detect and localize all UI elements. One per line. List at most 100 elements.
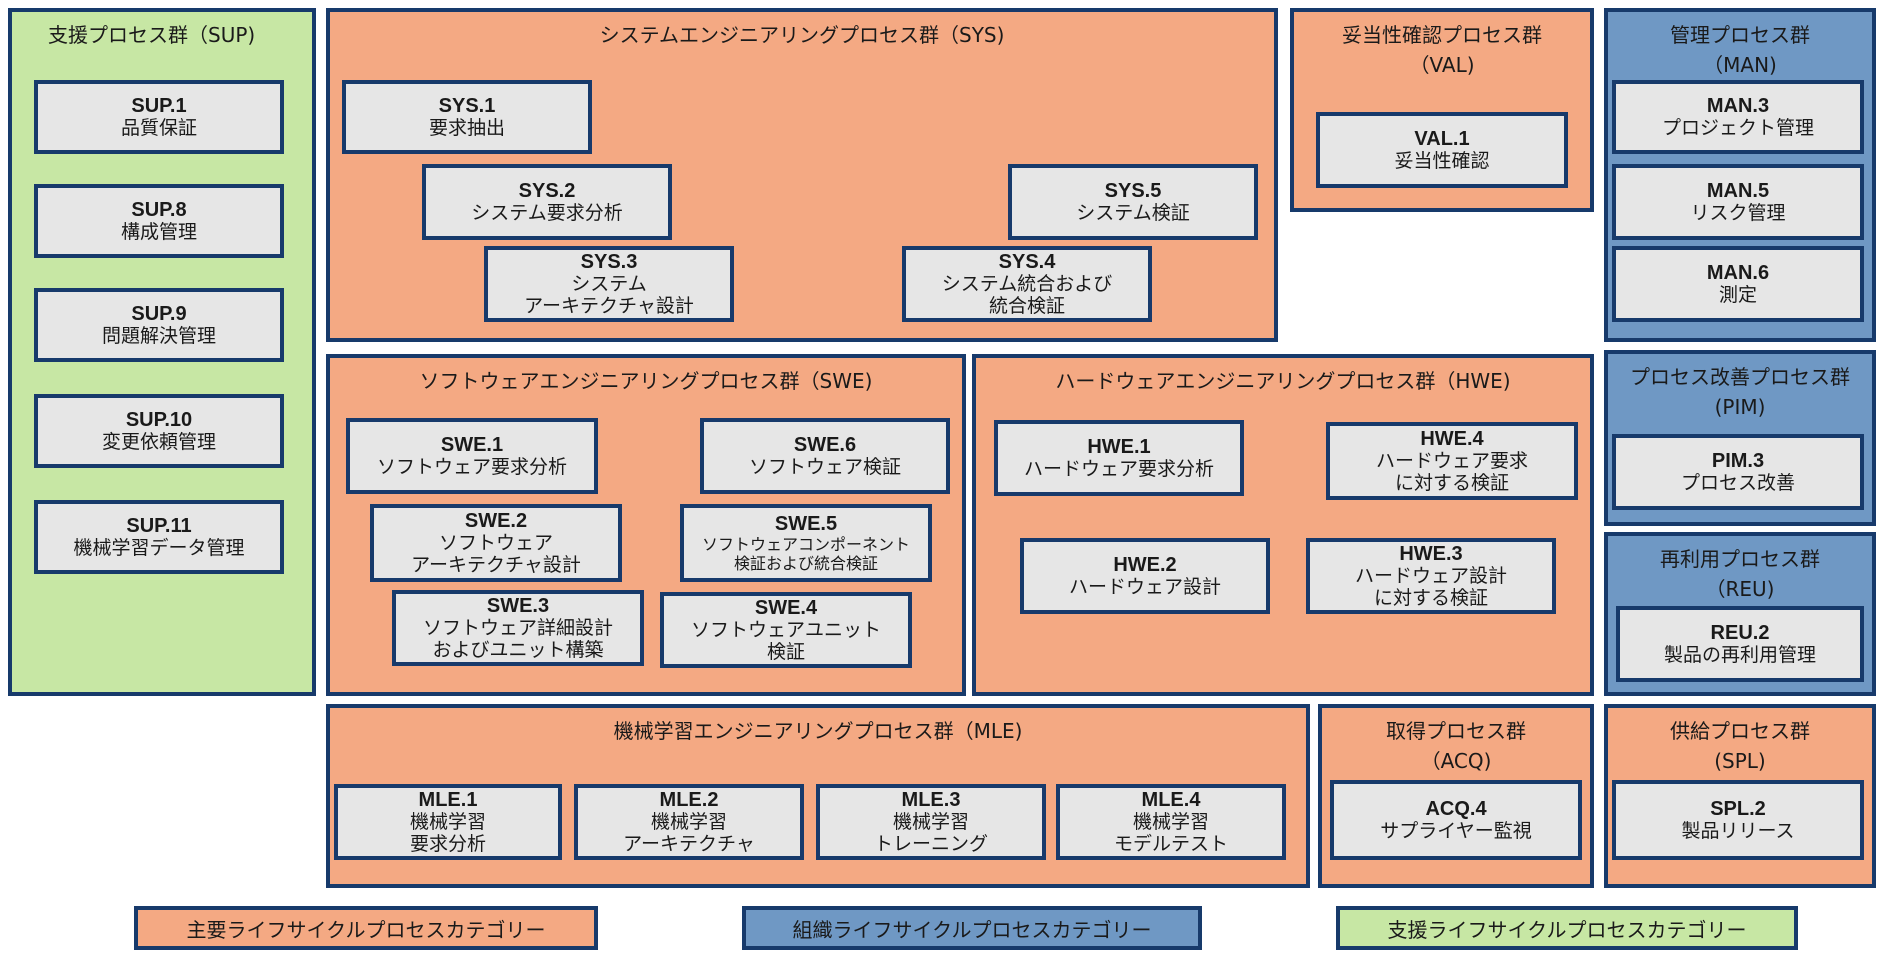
process-code: MLE.4 <box>1141 788 1201 811</box>
process-name: 機械学習 モデルテスト <box>1113 810 1228 855</box>
process-code: SWE.5 <box>774 513 838 536</box>
process-mle-3: MLE.3 機械学習 トレーニング <box>816 784 1046 860</box>
process-code: SWE.1 <box>440 433 504 456</box>
process-code: SUP.9 <box>131 302 187 325</box>
group-title: システムエンジニアリングプロセス群（SYS) <box>599 23 1005 47</box>
process-name: ソフトウェア詳細設計 およびユニット構築 <box>422 616 613 661</box>
process-swe-3: SWE.3 ソフトウェア詳細設計 およびユニット構築 <box>392 590 644 666</box>
process-code: SYS.3 <box>580 250 638 273</box>
process-sup-8: SUP.8 構成管理 <box>34 184 284 258</box>
process-name: 機械学習データ管理 <box>73 536 245 559</box>
process-code: SYS.1 <box>438 94 496 117</box>
process-sys-2: SYS.2 システム要求分析 <box>422 164 672 240</box>
process-code: SUP.10 <box>125 408 193 431</box>
process-mle-1: MLE.1 機械学習 要求分析 <box>334 784 562 860</box>
process-name: ハードウェア要求分析 <box>1023 457 1214 480</box>
process-sys-4: SYS.4 システム統合および 統合検証 <box>902 246 1152 322</box>
process-man-5: MAN.5 リスク管理 <box>1612 164 1864 240</box>
process-code: SWE.6 <box>793 433 857 456</box>
process-name: リスク管理 <box>1690 201 1786 224</box>
process-acq-4: ACQ.4 サプライヤー監視 <box>1330 780 1582 860</box>
process-swe-6: SWE.6 ソフトウェア検証 <box>700 418 950 494</box>
process-code: MAN.5 <box>1706 179 1770 202</box>
process-name: 構成管理 <box>120 220 197 243</box>
process-code: HWE.1 <box>1087 435 1151 458</box>
process-sup-1: SUP.1 品質保証 <box>34 80 284 154</box>
group-title: ソフトウェアエンジニアリングプロセス群（SWE) <box>419 369 873 393</box>
process-sup-11: SUP.11 機械学習データ管理 <box>34 500 284 574</box>
process-name: 要求抽出 <box>428 116 505 139</box>
group-title: 供給プロセス群 (SPL) <box>1670 719 1810 773</box>
process-swe-4: SWE.4 ソフトウェアユニット 検証 <box>660 592 912 668</box>
process-code: MAN.3 <box>1706 94 1770 117</box>
process-code: MLE.1 <box>418 788 478 811</box>
process-swe-5: SWE.5 ソフトウェアコンポーネント 検証および統合検証 <box>680 504 932 582</box>
process-name: ハードウェア設計 に対する検証 <box>1354 564 1507 609</box>
group-title: 取得プロセス群 （ACQ) <box>1386 719 1526 773</box>
process-code: SWE.4 <box>754 596 818 619</box>
process-name: プロセス改善 <box>1680 471 1795 494</box>
legend-primary: 主要ライフサイクルプロセスカテゴリー <box>134 906 598 950</box>
process-sup-10: SUP.10 変更依頼管理 <box>34 394 284 468</box>
process-hwe-2: HWE.2 ハードウェア設計 <box>1020 538 1270 614</box>
group-hwe: ハードウェアエンジニアリングプロセス群（HWE) <box>972 354 1594 696</box>
process-code: SYS.2 <box>518 179 576 202</box>
process-name: ソフトウェア検証 <box>748 455 901 478</box>
process-spl-2: SPL.2 製品リリース <box>1612 780 1864 860</box>
process-swe-1: SWE.1 ソフトウェア要求分析 <box>346 418 598 494</box>
process-mle-2: MLE.2 機械学習 アーキテクチャ <box>574 784 804 860</box>
group-title: ハードウェアエンジニアリングプロセス群（HWE) <box>1055 369 1511 393</box>
legend-support: 支援ライフサイクルプロセスカテゴリー <box>1336 906 1798 950</box>
process-val-1: VAL.1 妥当性確認 <box>1316 112 1568 188</box>
process-name: 変更依頼管理 <box>101 430 216 453</box>
process-swe-2: SWE.2 ソフトウェア アーキテクチャ設計 <box>370 504 622 582</box>
process-sys-1: SYS.1 要求抽出 <box>342 80 592 154</box>
process-sys-5: SYS.5 システム検証 <box>1008 164 1258 240</box>
process-name: サプライヤー監視 <box>1380 819 1532 842</box>
process-name: プロジェクト管理 <box>1661 116 1814 139</box>
process-hwe-3: HWE.3 ハードウェア設計 に対する検証 <box>1306 538 1556 614</box>
group-title: 管理プロセス群 （MAN) <box>1670 23 1810 77</box>
process-name: ソフトウェア要求分析 <box>376 455 567 478</box>
process-code: HWE.3 <box>1399 542 1463 565</box>
process-code: SYS.5 <box>1104 179 1162 202</box>
process-code: ACQ.4 <box>1425 797 1487 820</box>
process-name: ソフトウェアユニット 検証 <box>690 618 881 663</box>
process-name: 製品リリース <box>1681 819 1795 842</box>
process-code: SYS.4 <box>998 250 1056 273</box>
process-name: 測定 <box>1718 283 1757 306</box>
group-title: 再利用プロセス群 （REU) <box>1660 547 1820 601</box>
process-code: VAL.1 <box>1414 127 1470 150</box>
process-code: SWE.3 <box>486 594 550 617</box>
process-code: HWE.2 <box>1113 553 1177 576</box>
process-code: MAN.6 <box>1706 261 1770 284</box>
process-name: 製品の再利用管理 <box>1663 643 1816 666</box>
process-name: システム統合および 統合検証 <box>941 272 1113 317</box>
process-code: PIM.3 <box>1711 449 1765 472</box>
process-name: システム検証 <box>1076 201 1190 224</box>
process-code: MLE.2 <box>659 788 719 811</box>
process-name: 品質保証 <box>120 116 197 139</box>
process-code: SUP.8 <box>131 198 187 221</box>
process-code: HWE.4 <box>1420 427 1484 450</box>
process-name: システム アーキテクチャ設計 <box>524 272 694 317</box>
process-mle-4: MLE.4 機械学習 モデルテスト <box>1056 784 1286 860</box>
process-hwe-4: HWE.4 ハードウェア要求 に対する検証 <box>1326 422 1578 500</box>
process-hwe-1: HWE.1 ハードウェア要求分析 <box>994 420 1244 496</box>
process-name: システム要求分析 <box>471 201 623 224</box>
process-man-6: MAN.6 測定 <box>1612 246 1864 322</box>
process-code: SPL.2 <box>1710 797 1766 820</box>
process-name: ハードウェア設計 <box>1068 575 1221 598</box>
process-reu-2: REU.2 製品の再利用管理 <box>1616 606 1864 682</box>
process-pim-3: PIM.3 プロセス改善 <box>1612 434 1864 510</box>
group-title: 妥当性確認プロセス群 （VAL) <box>1342 23 1542 77</box>
process-code: SUP.1 <box>131 94 187 117</box>
process-name: 問題解決管理 <box>101 324 216 347</box>
process-name: ソフトウェアコンポーネント 検証および統合検証 <box>701 535 910 573</box>
process-name: 機械学習 トレーニング <box>873 810 988 855</box>
process-name: ソフトウェア アーキテクチャ設計 <box>411 531 581 576</box>
process-sup-9: SUP.9 問題解決管理 <box>34 288 284 362</box>
process-code: SUP.11 <box>126 514 192 537</box>
group-title: 機械学習エンジニアリングプロセス群（MLE) <box>613 719 1023 743</box>
process-name: 妥当性確認 <box>1394 149 1490 172</box>
